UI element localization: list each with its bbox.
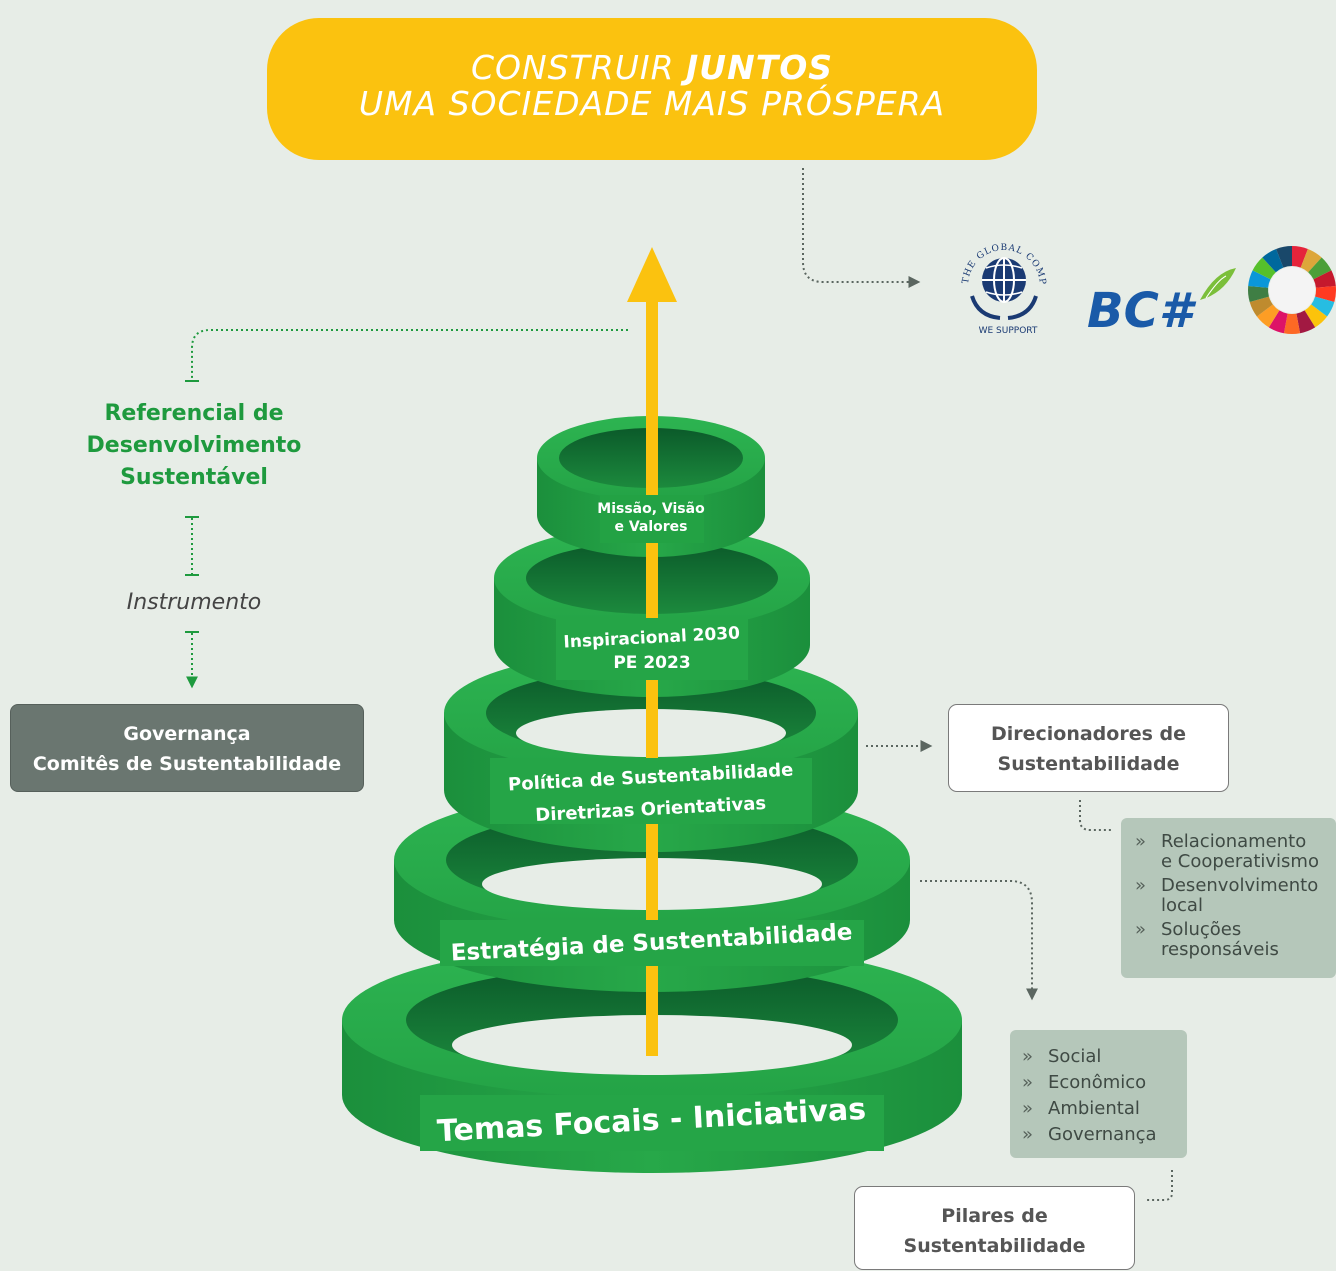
pilares-list: Social Econômico Ambiental Governança <box>1010 1030 1187 1158</box>
pilares-box: Pilares de Sustentabilidade <box>854 1186 1135 1270</box>
direcionadores-box: Direcionadores de Sustentabilidade <box>948 704 1229 792</box>
pilares-item: Ambiental <box>1022 1096 1187 1122</box>
tick-marks <box>185 380 199 633</box>
instrumento-label: Instrumento <box>126 590 262 615</box>
sdg-segment <box>1311 296 1335 317</box>
sdg-segment <box>1296 310 1316 334</box>
svg-text:WE SUPPORT: WE SUPPORT <box>979 326 1038 336</box>
level1-line2: e Valores <box>614 519 687 535</box>
direcionadores-line2: Sustentabilidade <box>997 753 1180 775</box>
bc-logo: BC# <box>1087 268 1236 339</box>
pilares-item: Governança <box>1022 1122 1187 1148</box>
governanca-line1: Governança <box>123 723 251 745</box>
sdg-segment <box>1249 296 1273 317</box>
sdg-segment <box>1300 248 1322 273</box>
banner-line1: CONSTRUIR JUNTOS <box>267 50 1037 86</box>
sdg-segment <box>1304 304 1328 328</box>
sdg-segment <box>1292 246 1308 268</box>
level1-line1: Missão, Visão <box>597 501 705 517</box>
sdg-segment <box>1313 270 1336 288</box>
sdg-wheel-logo <box>1248 246 1336 335</box>
direcionadores-item-2-line2: local <box>1161 895 1203 916</box>
sdg-segment <box>1252 257 1276 280</box>
banner-line1-prefix: CONSTRUIR <box>470 48 686 87</box>
pilares-item: Social <box>1022 1044 1187 1070</box>
direcionadores-item-1-line2: e Cooperativismo <box>1161 851 1319 872</box>
referencial-line2: Desenvolvimento <box>86 433 302 458</box>
governanca-line2: Comitês de Sustentabilidade <box>32 753 342 775</box>
direcionadores-item-3-line1: Soluções <box>1161 919 1242 940</box>
svg-text:BC#: BC# <box>1087 283 1197 339</box>
connectors <box>186 168 1173 1201</box>
top-banner: CONSTRUIR JUNTOS UMA SOCIEDADE MAIS PRÓS… <box>267 18 1037 160</box>
sdg-center <box>1269 267 1315 313</box>
referencial-label: Referencial de Desenvolvimento Sustentáv… <box>60 398 328 494</box>
sdg-segment <box>1256 304 1280 328</box>
sdg-segment <box>1262 248 1284 273</box>
sdg-segment <box>1315 285 1336 303</box>
sdg-segment <box>1268 310 1288 334</box>
referencial-line1: Referencial de <box>104 401 284 426</box>
direcionadores-item-1-line1: Relacionamento <box>1161 831 1307 852</box>
sdg-segment <box>1276 246 1292 268</box>
pilares-item: Econômico <box>1022 1070 1187 1096</box>
banner-line2: UMA SOCIEDADE MAIS PRÓSPERA <box>358 84 946 123</box>
level2-line2: PE 2023 <box>613 653 690 673</box>
governanca-box: Governança Comitês de Sustentabilidade <box>10 704 364 792</box>
sdg-segment <box>1248 285 1269 303</box>
banner-line1-bold: JUNTOS <box>686 48 834 87</box>
sdg-segment <box>1283 313 1301 335</box>
direcionadores-item-3-line2: responsáveis <box>1161 939 1279 960</box>
pilares-line1: Pilares de <box>941 1205 1048 1227</box>
direcionadores-line1: Direcionadores de <box>990 723 1187 745</box>
referencial-line3: Sustentável <box>120 465 268 490</box>
sdg-segment <box>1248 270 1271 288</box>
sdg-segment <box>1308 257 1332 280</box>
direcionadores-item-2-line1: Desenvolvimento <box>1161 875 1319 896</box>
pilares-line2: Sustentabilidade <box>903 1235 1086 1257</box>
